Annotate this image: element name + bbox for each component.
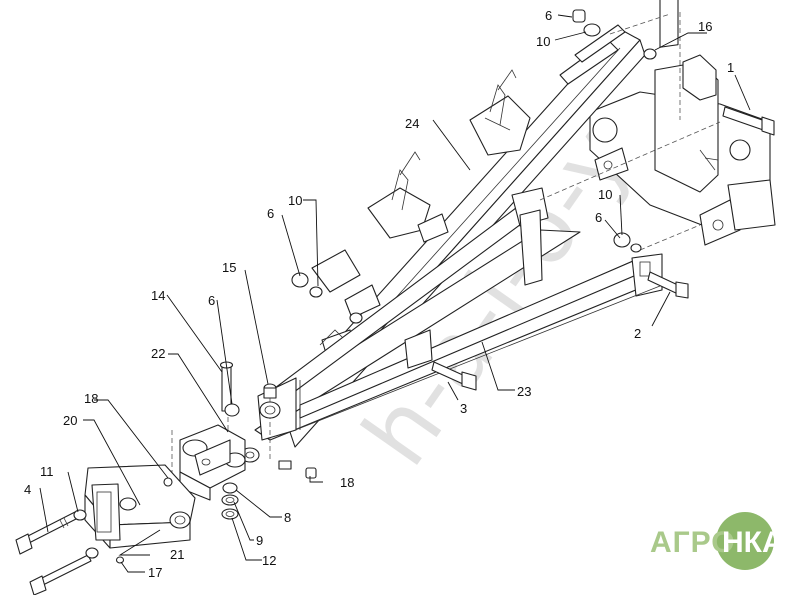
bolt-3: [431, 361, 477, 391]
callout-labels: 1 2 3 4 6 10 16 24 10 6 10 6 15 14 6 22 …: [24, 8, 734, 580]
callout-22: 22: [151, 346, 165, 361]
callout-11: 11: [40, 464, 54, 479]
clevis-22: [179, 424, 246, 501]
callout-17: 17: [148, 565, 162, 580]
callout-6-top: 6: [545, 8, 552, 23]
triangle-frame-23: [254, 187, 663, 441]
callout-10-right: 10: [598, 187, 612, 202]
bracket-20: [84, 464, 196, 549]
callout-20: 20: [63, 413, 77, 428]
nut-washer-top: [572, 9, 657, 60]
beam-bracket-upper: [469, 69, 531, 156]
logo-text-right: НКА: [722, 526, 784, 559]
callout-23: 23: [517, 384, 531, 399]
callout-9: 9: [256, 533, 263, 548]
washer-11: [73, 509, 87, 521]
callout-1: 1: [727, 60, 734, 75]
logo-text-left: АГРО: [650, 526, 736, 559]
callout-10-top: 10: [536, 34, 550, 49]
beam-bracket-middle: [367, 151, 449, 243]
bolt-1: [722, 106, 775, 136]
bolt-lower: [29, 554, 92, 595]
nut-washer-mid-left: [291, 272, 363, 324]
callout-10-mid: 10: [288, 193, 302, 208]
callout-2: 2: [634, 326, 641, 341]
callout-6-left: 6: [208, 293, 215, 308]
logo-circle: [716, 512, 774, 570]
nut-18-right: [305, 467, 317, 479]
leader-lines: [39, 14, 751, 573]
nut-17: [115, 556, 125, 564]
bushing-15: [259, 383, 281, 419]
pin-cap: [278, 460, 292, 470]
washer-lower: [85, 547, 99, 559]
brand-logo: АГРО НКА: [650, 512, 784, 574]
callout-24: 24: [405, 116, 419, 131]
callout-14: 14: [151, 288, 165, 303]
callout-6-right: 6: [595, 210, 602, 225]
callout-4: 4: [24, 482, 31, 497]
callout-18-right: 18: [340, 475, 354, 490]
callout-16: 16: [698, 19, 712, 34]
callout-8: 8: [284, 510, 291, 525]
callout-18-left: 18: [84, 391, 98, 406]
callout-6-mid: 6: [267, 206, 274, 221]
callout-3: 3: [460, 401, 467, 416]
bolt-4: [15, 511, 79, 555]
callout-15: 15: [222, 260, 236, 275]
callout-21: 21: [170, 547, 184, 562]
bolt-2: [647, 271, 689, 299]
nut-18-left: [163, 477, 173, 487]
washers-8-9-12: [221, 482, 239, 520]
callout-12: 12: [262, 553, 276, 568]
